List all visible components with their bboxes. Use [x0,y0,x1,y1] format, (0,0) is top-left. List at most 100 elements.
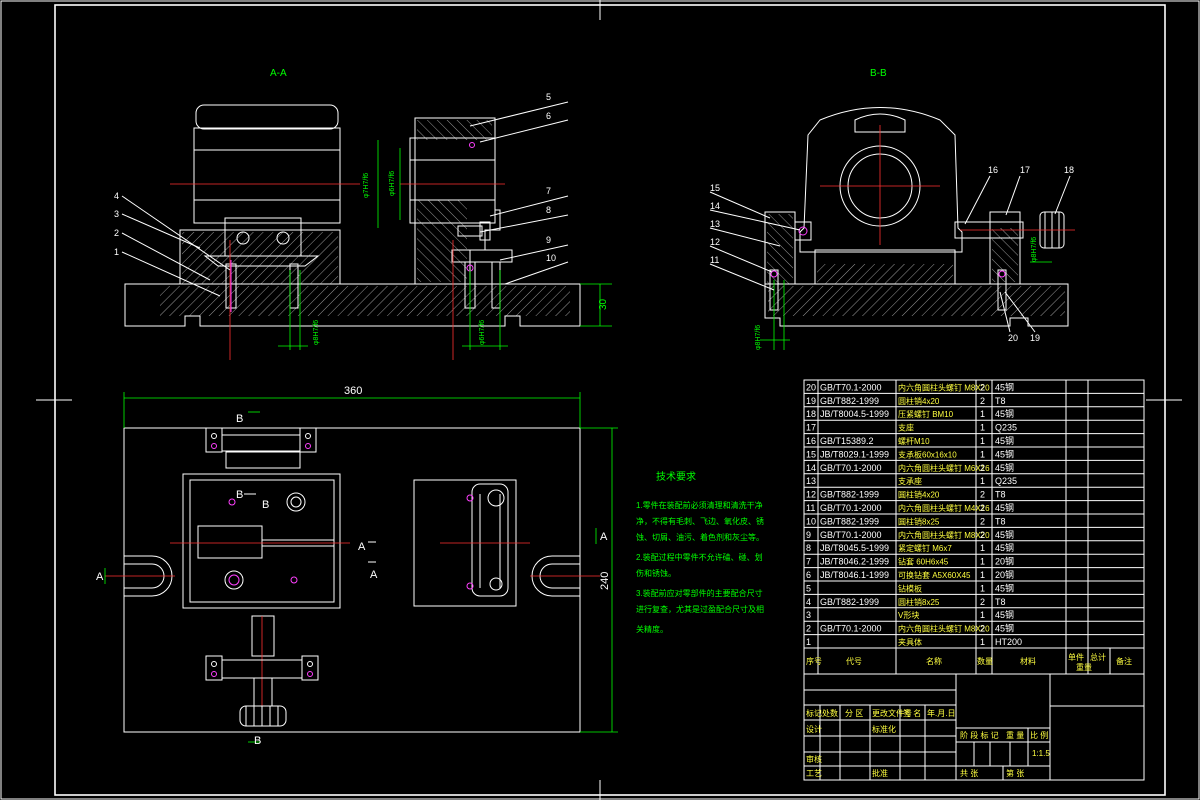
bom-cell-mat: 45钢 [995,448,1014,459]
bom-cell-qty: 2 [980,463,985,473]
bom-cell-name: 内六角圆柱头螺钉 M8X20 [898,624,990,634]
dim-aa-phi6: φ6H7/f6 [389,171,396,196]
leader-19: 19 [1030,333,1040,343]
bom-cell-name: 钻套 60H6x45 [898,557,949,567]
bom-cell-name: 内六角圆柱头螺钉 M6X16 [898,463,990,473]
tb-design: 设计 [806,724,822,734]
bom-cell-qty: 1 [980,543,985,553]
bom-cell-qty: 1 [980,583,985,593]
leader-7: 7 [546,186,551,196]
notes-title: 技术要求 [656,470,696,483]
plan-mark-b-top: B [236,413,243,425]
section-bb-view [709,107,1075,350]
bom-cell-mat: 45钢 [995,502,1014,513]
plan-mark-a-inner-2: A [370,569,378,581]
bom-cell-name: 螺杆M10 [898,436,930,446]
view-title-bb: B-B [870,68,887,79]
dim-aa-30: 30 [598,298,609,310]
dim-aa-phi7: φ7H7/f6 [363,173,370,198]
bom-cell-name: 压紧螺钉 BM10 [898,409,954,419]
bom-cell-no: 19 [806,396,816,406]
bom-cell-qty: 1 [980,423,985,433]
plan-mark-a-left: A [96,571,104,583]
notes-line-5: 伤和锈蚀。 [636,568,676,578]
bom-cell-mat: Q235 [995,476,1017,486]
bom-cell-name: 内六角圆柱头螺钉 M4X16 [898,503,990,513]
bom-cell-mat: T8 [995,597,1006,607]
bom-header-mat: 材料 [1020,656,1036,666]
bom-cell-mat: 45钢 [995,623,1014,634]
leader-18: 18 [1064,165,1074,175]
leader-1: 1 [114,247,119,257]
bom-cell-no: 13 [806,476,816,486]
bom-cell-qty: 2 [980,624,985,634]
view-title-aa: A-A [270,68,287,79]
leader-3: 3 [114,209,119,219]
bom-cell-no: 3 [806,610,811,620]
bom-cell-mat: 45钢 [995,462,1014,473]
bom-cell-qty: 1 [980,570,985,580]
bom-cell-mat: 45钢 [995,529,1014,540]
bom-cell-no: 16 [806,436,816,446]
bom-cell-mat: Q235 [995,423,1017,433]
tb-sign: 签 名 [903,708,921,718]
tb-weight: 重 量 [1006,730,1024,740]
bom-cell-qty: 2 [980,597,985,607]
notes-line-1: 1.零件在装配前必须清理和清洗干净 [636,500,763,510]
bom-cell-qty: 1 [980,610,985,620]
tb-ratio: 比 例 [1030,730,1048,740]
bom-cell-qty: 2 [980,490,985,500]
plan-view [104,392,618,743]
bom-cell-no: 5 [806,583,811,593]
notes-line-4: 2.装配过程中零件不允许磕、碰、划 [636,552,763,562]
dim-aa-phi8: φ8H7/f6 [313,320,320,345]
notes-line-8: 关精度。 [636,624,668,634]
bom-cell-mat: 45钢 [995,408,1014,419]
tb-sheet-no: 第 张 [1006,768,1024,778]
bom-header-no: 序号 [806,656,822,666]
bom-cell-name: 圆柱销4x20 [898,490,940,500]
bom-cell-qty: 1 [980,449,985,459]
leader-5: 5 [546,92,551,102]
bom-cell-code: GB/T882-1999 [820,516,879,526]
bom-cell-qty: 2 [980,382,985,392]
notes-line-3: 蚀、切屑、油污、着色剂和灰尘等。 [636,532,764,542]
notes-line-6: 3.装配前应对零部件的主要配合尺寸 [636,588,763,598]
bom-cell-no: 8 [806,543,811,553]
plan-mark-a-inner-1: A [358,541,366,553]
bom-cell-code: GB/T70.1-2000 [820,503,882,513]
bom-cell-name: 支承板60x16x10 [898,449,957,459]
bom-cell-mat: 20钢 [995,569,1014,580]
bom-cell-qty: 1 [980,436,985,446]
bom-cell-mat: T8 [995,516,1006,526]
leader-15: 15 [710,183,720,193]
bom-cell-no: 17 [806,423,816,433]
bom-header-weight: 重量 [1076,662,1092,672]
bom-cell-name: 紧定螺钉 M6x7 [898,543,952,553]
tb-standard: 标准化 [872,724,896,734]
plan-mark-b-inner-2: B [262,499,269,511]
bom-cell-mat: T8 [995,490,1006,500]
notes-line-7: 进行复查，尤其是过盈配合尺寸及相 [636,604,764,614]
bom-cell-mat: 45钢 [995,609,1014,620]
bom-cell-no: 20 [806,382,816,392]
bom-cell-code: GB/T882-1999 [820,597,879,607]
bom-cell-no: 11 [806,503,815,513]
bom-cell-qty: 2 [980,530,985,540]
dim-bb-phi8-b: φ8H7/f6 [1031,237,1038,262]
bom-cell-name: 内六角圆柱头螺钉 M8X20 [898,382,990,392]
bom-cell-no: 6 [806,570,811,580]
tb-scale: 1:1.5 [1032,749,1050,758]
bom-cell-no: 14 [806,463,816,473]
plan-mark-b-inner-1: B [236,489,243,501]
tb-stage: 阶 段 标 记 [960,730,999,740]
bom-cell-name: 夹具体 [898,637,922,647]
bom-cell-no: 9 [806,530,811,540]
tb-zone: 分 区 [845,709,863,718]
bom-cell-mat: HT200 [995,637,1022,647]
bom-cell-name: 钻模板 [898,583,922,593]
plan-mark-b-bottom: B [254,735,261,747]
bom-cell-code: GB/T70.1-2000 [820,530,882,540]
tb-change-doc: 更改文件号 [872,708,912,718]
